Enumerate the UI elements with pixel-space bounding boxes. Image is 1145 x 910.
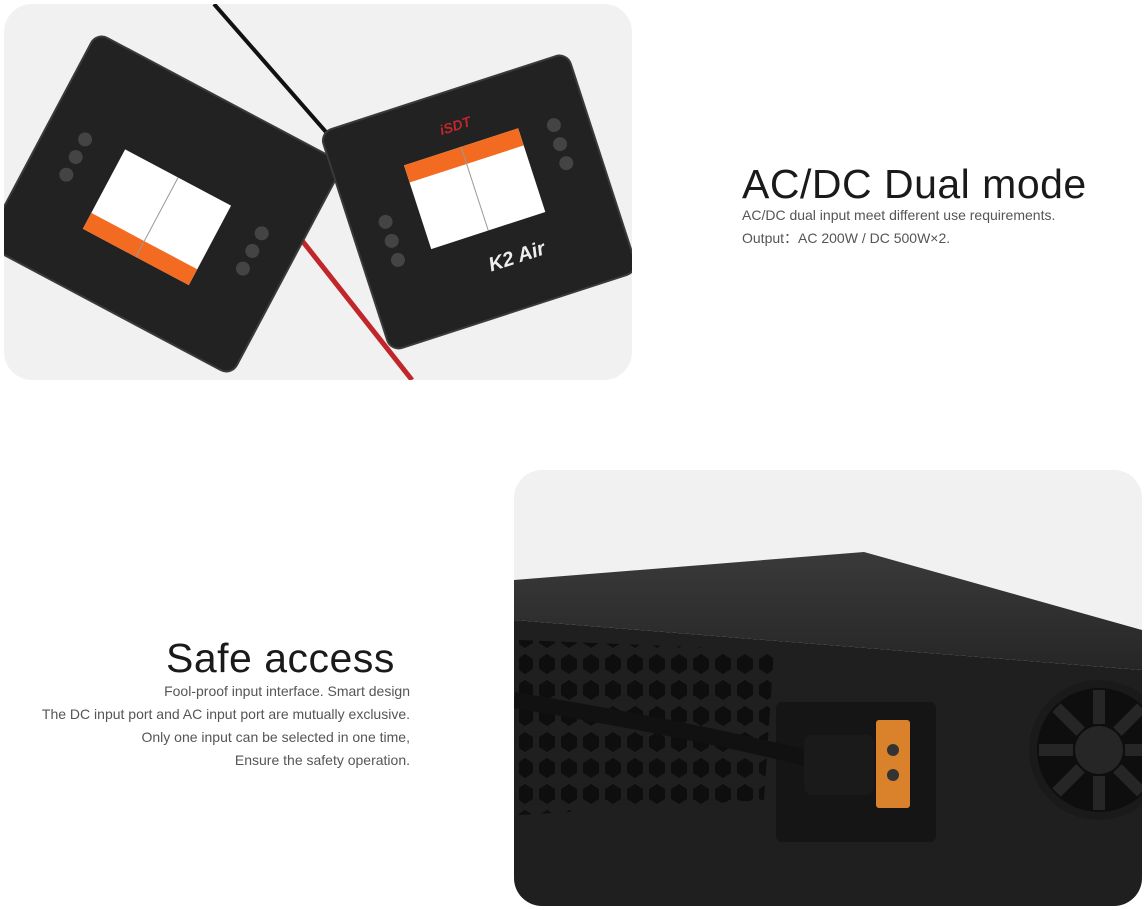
ac-cable <box>514 692 816 768</box>
description-line: Output：AC 200W / DC 500W×2. <box>742 230 951 246</box>
cable-plug <box>804 735 874 795</box>
description-line: AC/DC dual input meet different use requ… <box>742 207 1056 223</box>
description-line: The DC input port and AC input port are … <box>41 706 410 722</box>
charger-left <box>4 35 341 373</box>
description-line: Ensure the safety operation. <box>234 752 410 768</box>
xt60-port <box>876 720 910 808</box>
red-cable <box>287 222 414 380</box>
charger-photo: K2 Air iSDT <box>4 4 632 380</box>
section-description-dual-mode: AC/DC dual input meet different use requ… <box>742 204 1055 250</box>
fan-icon <box>1029 680 1142 820</box>
section-description-safe-access: Fool-proof input interface. Smart design… <box>42 680 410 772</box>
charger-side-photo <box>514 552 1142 906</box>
section-heading-dual-mode: AC/DC Dual mode <box>742 161 1087 208</box>
charger-right: K2 Air iSDT <box>321 54 632 350</box>
product-image-dual-mode: K2 Air iSDT <box>4 4 632 380</box>
description-line: Only one input can be selected in one ti… <box>141 729 410 745</box>
product-image-safe-access <box>514 470 1142 906</box>
section-heading-safe-access: Safe access <box>166 635 395 682</box>
description-line: Fool-proof input interface. Smart design <box>164 683 410 699</box>
